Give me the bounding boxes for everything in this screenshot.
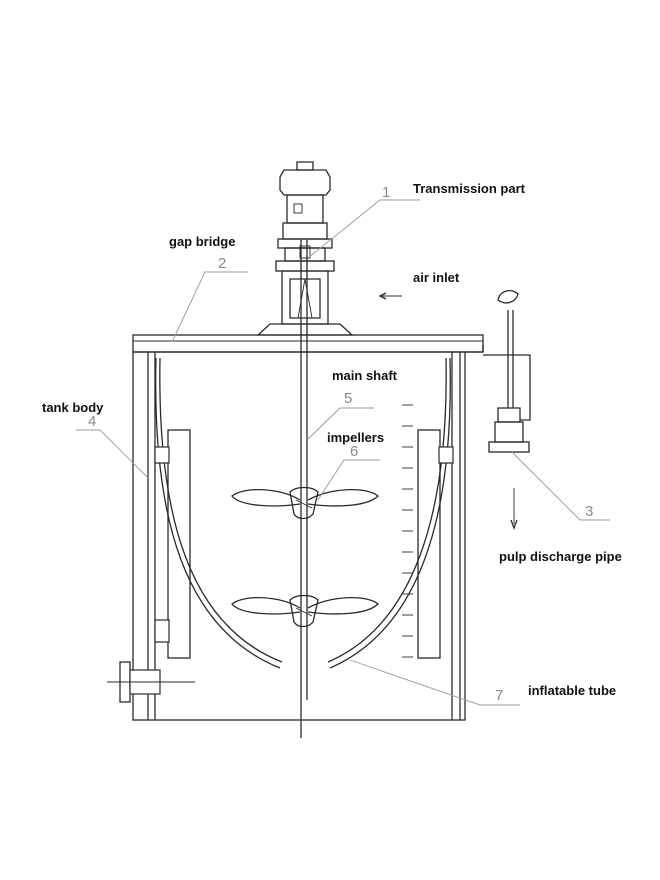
label-tank-body: tank body (42, 400, 104, 415)
part-number-4: 4 (88, 413, 97, 430)
label-main-shaft: main shaft (332, 368, 398, 383)
label-inflatable-tube: inflatable tube (528, 683, 617, 698)
label-impellers: impellers (327, 430, 385, 445)
stator-baffles (154, 429, 454, 659)
part-number-6: 6 (350, 443, 359, 460)
part-number-1: 1 (382, 184, 391, 201)
level-scale (402, 404, 413, 658)
part-number-5: 5 (344, 390, 353, 407)
inflatable-tube (155, 357, 451, 669)
label-transmission-part: Transmission part (413, 181, 525, 196)
upper-impeller (231, 486, 379, 520)
part-number-7: 7 (495, 687, 504, 704)
pulp-discharge-pipe (483, 289, 531, 530)
tank-body (132, 351, 466, 721)
label-air-inlet: air inlet (413, 270, 460, 285)
part-number-2: 2 (218, 255, 227, 272)
lower-impeller (231, 594, 379, 628)
main-shaft (300, 240, 308, 738)
transmission-part (256, 161, 354, 336)
label-gap-bridge: gap bridge (169, 234, 236, 249)
leader-lines (76, 199, 610, 706)
side-outlet (107, 661, 195, 703)
part-number-3: 3 (585, 503, 594, 520)
label-pulp-discharge-pipe: pulp discharge pipe (499, 549, 622, 564)
gap-bridge (132, 334, 484, 353)
air-inlet-arrow (378, 292, 402, 300)
